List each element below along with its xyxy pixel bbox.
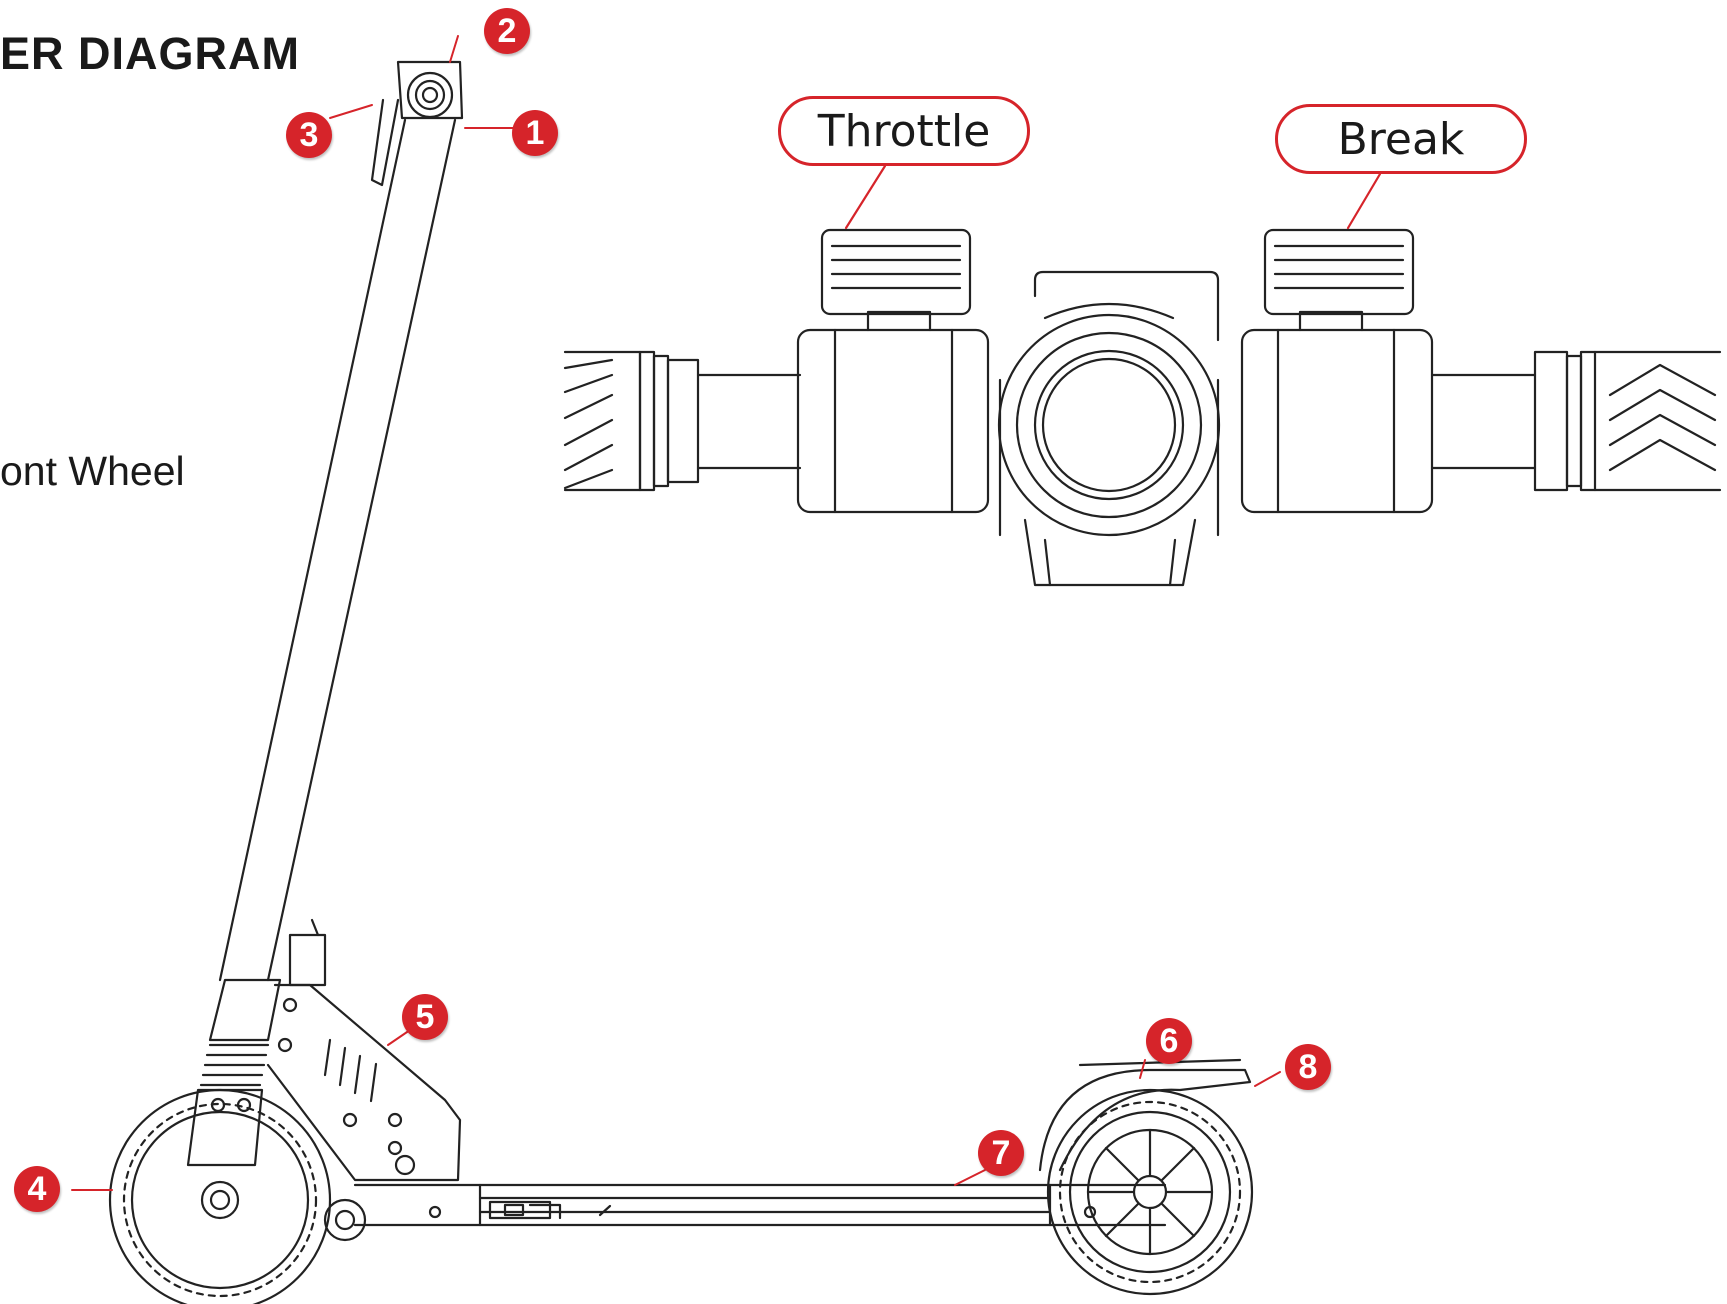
rear-wheel bbox=[1046, 1088, 1254, 1296]
center-display bbox=[997, 270, 1221, 587]
brake-callout: Break bbox=[1275, 104, 1527, 174]
front-fork bbox=[186, 978, 282, 1167]
scooter-stem bbox=[218, 60, 464, 987]
throttle-callout: Throttle bbox=[778, 96, 1030, 166]
marker-7: 7 bbox=[978, 1130, 1024, 1176]
left-grip bbox=[563, 350, 700, 492]
page-title: ER DIAGRAM bbox=[0, 28, 300, 79]
handlebar-closeup bbox=[563, 164, 1722, 587]
marker-3: 3 bbox=[286, 112, 332, 158]
throttle-housing bbox=[796, 228, 990, 514]
marker-6: 6 bbox=[1146, 1018, 1192, 1064]
parts-list-label: ont Wheel bbox=[0, 448, 185, 494]
marker-8: 8 bbox=[1285, 1044, 1331, 1090]
marker-1: 1 bbox=[512, 110, 558, 156]
kickstand-roller bbox=[323, 1198, 367, 1242]
neck-plate bbox=[266, 983, 462, 1182]
marker-4: 4 bbox=[14, 1166, 60, 1212]
marker-2: 2 bbox=[484, 8, 530, 54]
scooter-deck bbox=[353, 1183, 1167, 1227]
front-wheel bbox=[108, 1088, 332, 1304]
right-grip bbox=[1533, 350, 1722, 492]
brake-housing bbox=[1240, 228, 1434, 514]
marker-5: 5 bbox=[402, 994, 448, 1040]
